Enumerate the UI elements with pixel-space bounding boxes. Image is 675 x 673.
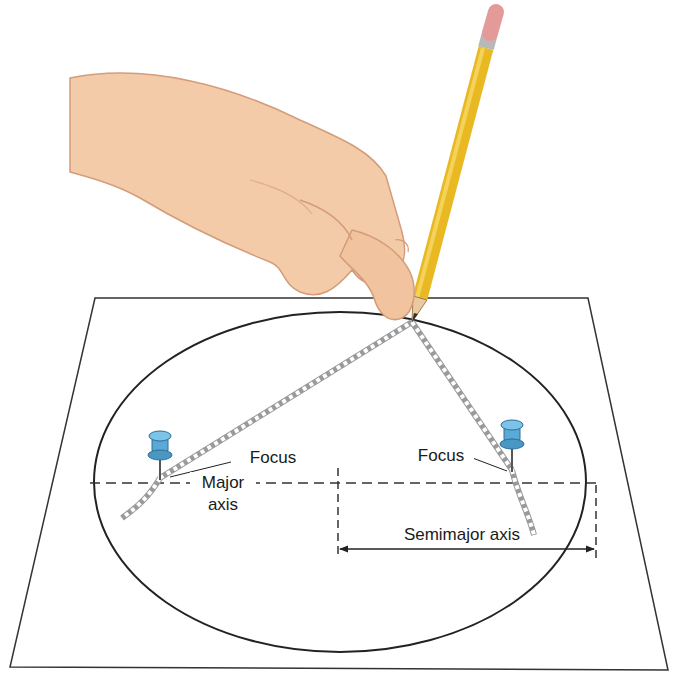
leader-line	[470, 457, 507, 471]
extension-line	[337, 468, 339, 558]
axis-label: Semimajor axis	[400, 524, 524, 546]
push-pin	[500, 420, 524, 472]
push-pin	[148, 431, 172, 480]
focus-label: Focus	[236, 447, 310, 469]
hand	[70, 73, 414, 319]
pencil	[412, 12, 496, 322]
axis-label: Major axis	[190, 472, 256, 516]
ellipse-curve	[94, 312, 586, 652]
extension-line	[595, 485, 597, 558]
focus-label: Focus	[408, 445, 474, 467]
paper-sheet	[10, 298, 668, 670]
dimension-line	[340, 548, 594, 549]
string	[122, 322, 534, 535]
major-axis-line	[90, 482, 598, 484]
